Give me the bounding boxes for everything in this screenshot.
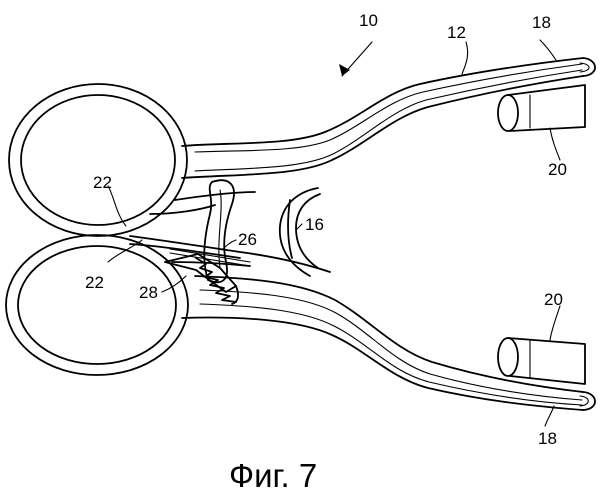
ref-28: 28	[139, 283, 158, 302]
upper-blade-tube	[498, 85, 585, 131]
ref-22-upper: 22	[93, 173, 112, 192]
lower-finger-ring	[6, 235, 188, 375]
ref-20-bottom: 20	[544, 290, 563, 309]
figure-caption: Фиг. 7	[229, 457, 317, 494]
ref-18-top: 18	[532, 13, 551, 32]
ref-10: 10	[359, 11, 378, 30]
ref-20-top: 20	[548, 160, 567, 179]
ref-16: 16	[305, 215, 324, 234]
ref-22-lower: 22	[85, 273, 104, 292]
upper-arm	[150, 58, 595, 214]
leader-lines	[108, 40, 560, 426]
lower-blade-tube	[498, 338, 585, 384]
ref-26: 26	[238, 230, 257, 249]
ref-18-bottom: 18	[538, 429, 557, 448]
ref-12: 12	[447, 23, 466, 42]
